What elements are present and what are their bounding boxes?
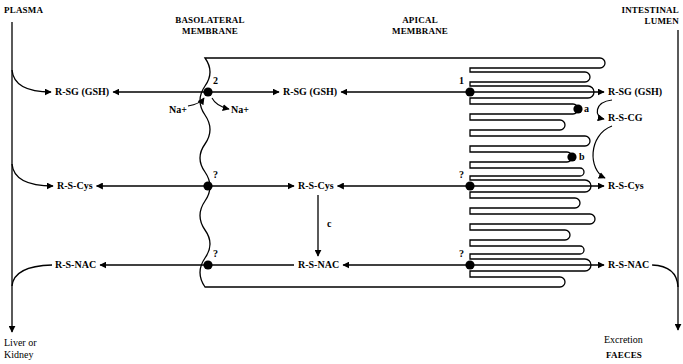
ion-label: Na+ — [169, 104, 187, 116]
dot-shape — [203, 87, 213, 97]
transporter-dot: ? — [465, 181, 475, 191]
callout-number: ? — [213, 169, 223, 181]
metabolite-label: R-S-Cys — [608, 180, 644, 192]
metabolite-label: R-S-Cys — [298, 180, 334, 192]
transporter-dot: ? — [465, 260, 475, 270]
metabolite-label: R-SG (GSH) — [55, 86, 109, 98]
callout-number: 2 — [213, 75, 223, 87]
step-letter-holder: c — [327, 218, 331, 230]
metabolite-label-holder: R-S-NAC — [298, 259, 339, 271]
callout-number: b — [579, 151, 589, 163]
dot-fill — [465, 260, 474, 269]
ion-label-holder: Na+ — [231, 104, 249, 116]
destination-label: FAECES — [606, 350, 642, 361]
metabolite-label-holder: R-S-NAC — [55, 259, 96, 271]
plasma-branch-arrow — [12, 70, 51, 92]
sodium-arrow — [212, 98, 229, 109]
callout-number: ? — [459, 169, 469, 181]
transporter-dot: a — [573, 104, 583, 114]
membrane-heading: BASOLATERAL MEMBRANE — [151, 15, 269, 37]
region-heading-holder: INTESTINAL LUMEN — [599, 5, 679, 27]
metabolite-label: R-S-CG — [608, 112, 642, 124]
dot-shape — [567, 152, 577, 162]
metabolite-label: R-SG (GSH) — [283, 86, 337, 98]
metabolite-label: R-S-NAC — [608, 259, 649, 271]
region-heading-holder: PLASMA — [4, 5, 43, 16]
plasma-merge-line — [12, 265, 52, 286]
callout-number: ? — [213, 248, 223, 260]
transport-arrow — [113, 91, 279, 92]
membrane-heading: APICAL MEMBRANE — [380, 15, 460, 37]
lumen-merge-line — [652, 265, 678, 287]
transport-arrow — [97, 185, 294, 186]
dot-fill — [203, 87, 212, 96]
callout-number: ? — [459, 248, 469, 260]
metabolite-label-holder: R-SG (GSH) — [55, 86, 109, 98]
ion-label: Na+ — [231, 104, 249, 116]
destination-label-holder: Excretion — [604, 334, 643, 346]
region-heading: INTESTINAL LUMEN — [599, 5, 679, 27]
dot-shape — [203, 181, 213, 191]
destination-label-holder: FAECES — [606, 350, 642, 361]
callout-number: 1 — [459, 75, 469, 87]
enzyme-b-arrow — [593, 126, 612, 178]
dot-fill — [573, 104, 582, 113]
plasma-branch-arrow — [12, 164, 53, 186]
dot-fill — [465, 87, 474, 96]
region-heading: PLASMA — [4, 5, 43, 16]
transporter-dot: b — [567, 152, 577, 162]
dot-shape — [465, 260, 475, 270]
dot-fill — [567, 152, 576, 161]
transporter-dot: 2 — [203, 87, 213, 97]
dot-shape — [465, 87, 475, 97]
metabolite-label-holder: R-S-CG — [608, 112, 642, 124]
dot-fill — [203, 181, 212, 190]
metabolite-label-holder: R-S-Cys — [57, 180, 93, 192]
dot-shape — [465, 181, 475, 191]
sodium-arrow — [188, 98, 204, 106]
callout-number: a — [584, 103, 594, 115]
dot-shape — [203, 260, 213, 270]
membrane-heading-holder: BASOLATERAL MEMBRANE — [151, 15, 269, 37]
metabolite-label-holder: R-S-Cys — [298, 180, 334, 192]
transporter-dot: ? — [203, 181, 213, 191]
metabolite-label: R-S-NAC — [298, 259, 339, 271]
metabolite-label-holder: R-SG (GSH) — [608, 86, 662, 98]
metabolite-label: R-SG (GSH) — [608, 86, 662, 98]
transport-arrow — [100, 264, 294, 265]
metabolite-label-holder: R-S-NAC — [608, 259, 649, 271]
step-letter: c — [327, 218, 331, 230]
destination-label: Liver or Kidney — [4, 337, 56, 361]
transporter-dot: 1 — [465, 87, 475, 97]
metabolite-label-holder: R-S-Cys — [608, 180, 644, 192]
transporter-dot: ? — [203, 260, 213, 270]
membrane-heading-holder: APICAL MEMBRANE — [380, 15, 460, 37]
dot-fill — [203, 260, 212, 269]
destination-label-holder: Liver or Kidney — [4, 337, 56, 361]
ion-label-holder: Na+ — [169, 104, 187, 116]
dot-fill — [465, 181, 474, 190]
metabolite-label: R-S-NAC — [55, 259, 96, 271]
conversion-arrow — [317, 195, 318, 256]
metabolite-label: R-S-Cys — [57, 180, 93, 192]
dot-shape — [573, 104, 583, 114]
metabolite-label-holder: R-SG (GSH) — [283, 86, 337, 98]
destination-label: Excretion — [604, 334, 643, 346]
